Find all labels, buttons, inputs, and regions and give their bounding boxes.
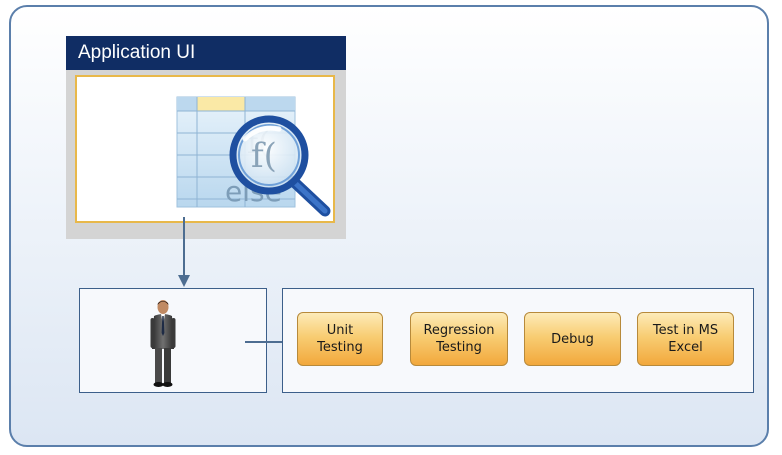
tester-panel [79,288,267,393]
spreadsheet-magnifier-icon: else f( f( [176,96,331,217]
testing-actions-panel: Unit Testing Regression Testing Debug Te… [282,288,754,393]
business-person-icon [150,300,176,387]
application-ui-canvas: else f( f( [75,75,335,223]
application-ui-title: Application UI [66,36,346,70]
debug-button[interactable]: Debug [524,312,621,366]
regression-testing-button[interactable]: Regression Testing [410,312,508,366]
unit-testing-button[interactable]: Unit Testing [297,312,383,366]
flow-arrow-down [178,217,190,287]
svg-text:f(: f( [251,136,277,176]
test-in-ms-excel-button[interactable]: Test in MS Excel [637,312,734,366]
application-ui-panel: Application UI [66,36,346,239]
